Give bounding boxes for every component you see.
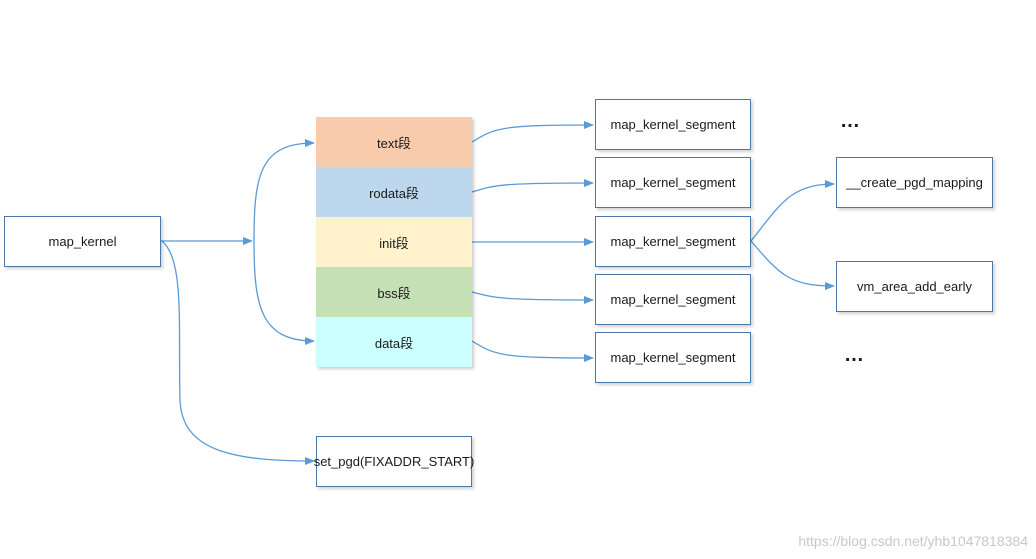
arrow-bss-to-mks (471, 291, 594, 304)
arrow-mks-to-create-pgd (750, 180, 835, 242)
arrow-to-data-seg (253, 240, 315, 345)
map-kernel-segment-box-data: map_kernel_segment (595, 332, 751, 383)
map-kernel-segment-label: map_kernel_segment (610, 292, 736, 307)
arrow-rodata-to-mks (471, 179, 594, 193)
arrow-to-text-seg (253, 139, 315, 242)
arrow-data-to-mks (471, 340, 594, 362)
arrow-text-to-mks (471, 121, 594, 143)
segment-data-label: data段 (374, 335, 414, 351)
map-kernel-segment-label: map_kernel_segment (610, 234, 736, 249)
map-kernel-segment-label: map_kernel_segment (610, 350, 736, 365)
create-pgd-mapping-label: __create_pgd_mapping (846, 175, 983, 190)
segment-text: text段 (316, 117, 472, 167)
segment-init: init段 (316, 217, 472, 267)
vm-area-add-early-box: vm_area_add_early (836, 261, 993, 312)
segment-init-label: init段 (379, 235, 409, 251)
map-kernel-box: map_kernel (4, 216, 161, 267)
ellipsis-top: … (840, 110, 862, 132)
ellipsis-bottom: … (844, 344, 866, 366)
map-kernel-segment-label: map_kernel_segment (610, 117, 736, 132)
map-kernel-segment-label: map_kernel_segment (610, 175, 736, 190)
segment-data: data段 (316, 317, 472, 367)
segment-rodata: rodata段 (316, 167, 472, 217)
segment-bss-label: bss段 (377, 285, 411, 301)
watermark: https://blog.csdn.net/yhb1047818384 (798, 533, 1028, 549)
create-pgd-mapping-box: __create_pgd_mapping (836, 157, 993, 208)
segment-bss: bss段 (316, 267, 472, 317)
map-kernel-label: map_kernel (48, 234, 117, 249)
segment-rodata-label: rodata段 (369, 185, 419, 201)
map-kernel-segment-box-rodata: map_kernel_segment (595, 157, 751, 208)
map-kernel-segment-box-bss: map_kernel_segment (595, 274, 751, 325)
set-pgd-box: set_pgd(FIXADDR_START) (313, 436, 475, 487)
map-kernel-segment-box-text: map_kernel_segment (595, 99, 751, 150)
arrow-to-set-pgd (161, 240, 315, 465)
segment-text-label: text段 (377, 135, 411, 151)
set-pgd-label: set_pgd(FIXADDR_START) (313, 454, 475, 469)
vm-area-add-early-label: vm_area_add_early (857, 279, 972, 294)
arrow-mks-to-vm-area (750, 240, 835, 290)
map-kernel-segment-box-init: map_kernel_segment (595, 216, 751, 267)
